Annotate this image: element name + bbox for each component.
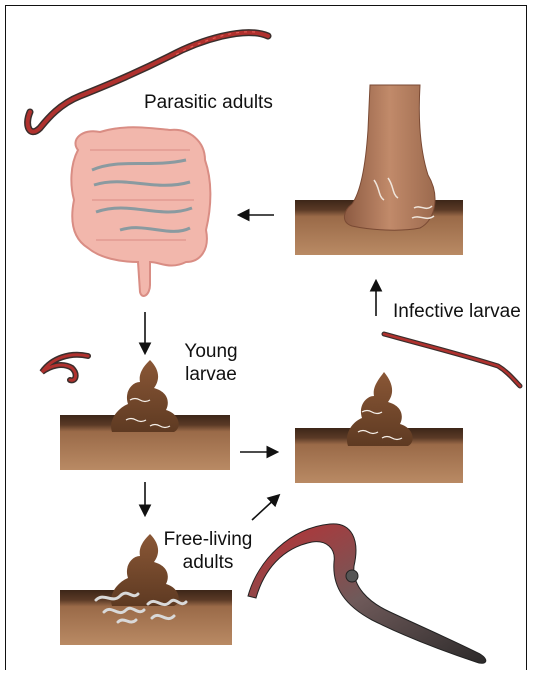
parasitic-worm-icon <box>28 32 268 132</box>
arrow-free-living-to-soil <box>252 496 278 520</box>
intestine-icon <box>71 127 210 296</box>
label-parasitic-adults: Parasitic adults <box>144 91 273 114</box>
foot-on-soil-icon <box>295 85 463 255</box>
free-living-worm-micrograph-icon <box>248 524 486 663</box>
label-infective-larvae: Infective larvae <box>393 300 521 323</box>
infective-larva-icon <box>384 334 520 386</box>
label-young-larvae: Young larvae <box>176 340 246 386</box>
feces-on-soil-icon <box>295 372 463 483</box>
young-larva-icon <box>42 355 88 381</box>
label-free-living-adults: Free-living adults <box>158 528 258 574</box>
